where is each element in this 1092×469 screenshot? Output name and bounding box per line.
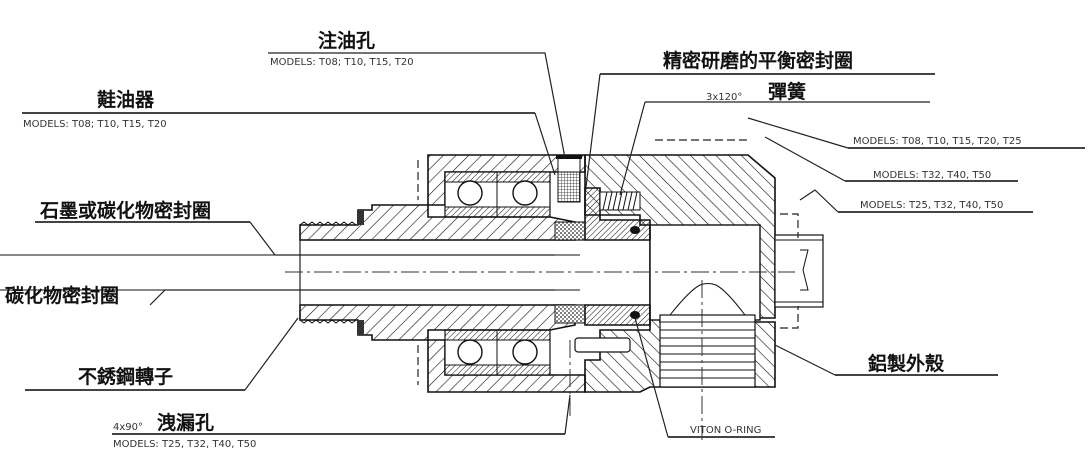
viton-o-ring-label: VITON O-RING	[690, 425, 761, 436]
oil-hole	[557, 157, 581, 173]
graphite-seal-top	[554, 221, 586, 241]
port-cone	[669, 283, 746, 316]
leak-hole-count: 4x90°	[113, 422, 143, 433]
viton-o-ring	[630, 311, 640, 319]
graphite-seal-title: 石墨或碳化物密封圈	[39, 199, 211, 222]
spring-count: 3x120°	[706, 92, 742, 103]
balanced-seal-title: 精密研磨的平衡密封圈	[663, 49, 853, 72]
label-balanced-seal: 精密研磨的平衡密封圈	[663, 49, 853, 72]
rotor-title: 不銹鋼轉子	[78, 365, 173, 388]
leader-lines	[22, 52, 1085, 438]
spring-title: 彈簧	[768, 80, 806, 103]
carbide-seal-bottom	[554, 304, 586, 324]
models-right-3: MODELS: T25, T32, T40, T50	[860, 200, 1003, 211]
label-leak-hole: 4x90° 洩漏孔 MODELS: T25, T32, T40, T50	[113, 411, 256, 450]
mechanical-drawing	[0, 139, 824, 440]
models-right-1: MODELS: T08, T10, T15, T20, T25	[853, 136, 1022, 147]
port-threads	[660, 321, 755, 379]
models-right-2: MODELS: T32, T40, T50	[873, 170, 991, 181]
leak-hole-models: MODELS: T25, T32, T40, T50	[113, 439, 256, 450]
spring	[599, 191, 641, 211]
leak-hole-title: 洩漏孔	[157, 411, 214, 434]
outlet-threads	[774, 234, 824, 308]
oil-hole-models: MODELS: T08; T10, T15, T20	[270, 57, 414, 68]
lubricator-models: MODELS: T08; T10, T15, T20	[23, 119, 167, 130]
o-ring-top	[630, 226, 640, 234]
ball-bearings-bottom	[444, 329, 551, 376]
carbide-seal-title: 碳化物密封圈	[5, 284, 119, 307]
ball-bearings-top	[444, 171, 551, 218]
rotor-thread-top	[299, 221, 357, 226]
rotor-thread-bottom	[299, 319, 357, 324]
label-spring: 3x120° 彈簧	[706, 80, 806, 103]
label-lubricator: 黊油器 MODELS: T08; T10, T15, T20	[23, 88, 167, 130]
housing-title: 鋁製外殼	[868, 352, 945, 375]
label-oil-hole: 注油孔 MODELS: T08; T10, T15, T20	[270, 29, 414, 68]
lubricator	[557, 171, 581, 203]
oil-hole-title: 注油孔	[318, 29, 375, 52]
lubricator-title: 黊油器	[97, 88, 155, 111]
threaded-port	[659, 314, 756, 388]
pin	[574, 337, 631, 353]
